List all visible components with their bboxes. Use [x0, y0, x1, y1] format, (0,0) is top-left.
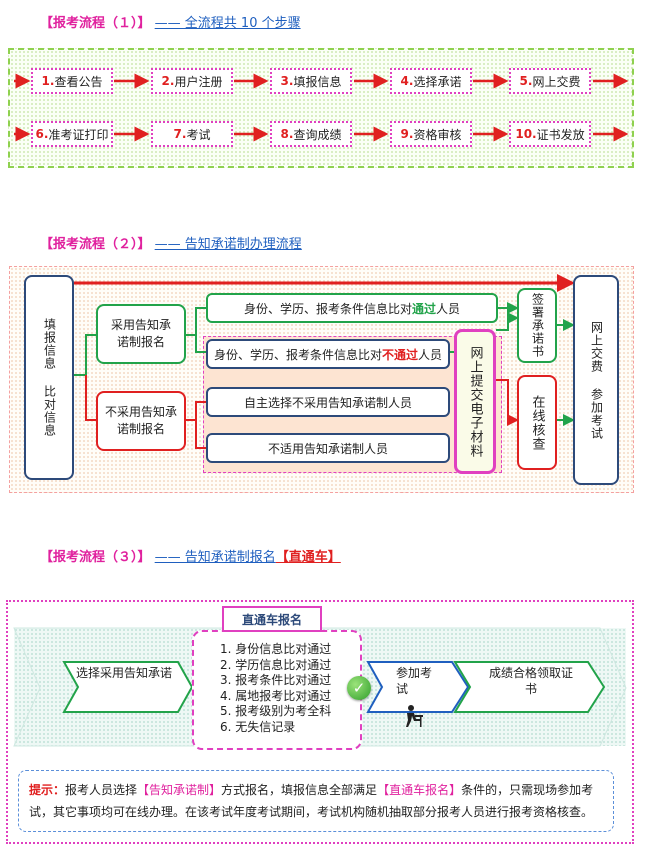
end-box-label: 网上交费 参加考试	[589, 320, 604, 440]
section3-tag: 【报考流程（３）】	[40, 550, 151, 565]
step-label: 查询成绩	[293, 127, 342, 142]
step-label: 查看公告	[54, 74, 103, 89]
select-chevron-label: 选择采用告知承诺	[75, 666, 172, 680]
section3-heading: 【报考流程（３）】 —— 告知承诺制报名【直通车】	[40, 546, 341, 565]
section3-highlight: 【直通车】	[275, 550, 341, 565]
tip-quote-1: 【告知承诺制】	[137, 783, 222, 797]
step-box-7: 7.考试	[151, 121, 233, 147]
step-number: 6.	[35, 127, 49, 141]
row-self-opt-out: 自主选择不采用告知承诺制人员	[206, 387, 450, 417]
section3-title-link[interactable]: —— 告知承诺制报名	[154, 550, 276, 565]
row-not-applicable: 不适用告知承诺制人员	[206, 433, 450, 463]
result-chevron-label: 成绩合格领取证书	[488, 666, 573, 696]
conditions-box	[192, 630, 362, 750]
step-label: 考试	[186, 127, 211, 142]
person-at-desk-icon	[406, 705, 423, 727]
row-passed: 身份、学历、报考条件信息比对通过人员	[206, 293, 498, 323]
step-label: 准考证打印	[48, 127, 109, 142]
condition-item: 2. 学历信息比对通过	[220, 657, 332, 672]
row-failed-post: 人员	[418, 347, 443, 362]
step-number: 9.	[400, 127, 414, 141]
step-number: 7.	[173, 127, 187, 141]
exam-chevron-label: 参加考试	[396, 666, 433, 696]
step-box-8: 8.查询成绩	[270, 121, 352, 147]
step-number: 8.	[280, 127, 294, 141]
upload-box: 网上提交电子材料	[454, 329, 496, 474]
row-passed-post: 人员	[436, 301, 461, 316]
section2-heading: 【报考流程（２）】 —— 告知承诺制办理流程	[40, 233, 302, 252]
row-failed: 身份、学历、报考条件信息比对不通过人员	[206, 339, 450, 369]
row-failed-pre: 身份、学历、报考条件信息比对	[213, 347, 382, 362]
step-label: 证书发放	[536, 127, 585, 142]
row-self-opt-out-label: 自主选择不采用告知承诺制人员	[243, 395, 412, 410]
step-number: 10.	[515, 127, 537, 141]
start-box: 填报信息 比对信息	[24, 275, 74, 480]
step-number: 3.	[280, 74, 294, 88]
step-box-5: 5.网上交费	[509, 68, 591, 94]
tip-text-3: 条件的，只需现场参加考试，其它事项均可在线办理。在该考试年度考试期间，考试机构随…	[29, 783, 594, 819]
section2-title-link[interactable]: —— 告知承诺制办理流程	[154, 237, 302, 252]
tip-quote-2: 【直通车报名】	[377, 783, 462, 797]
condition-item: 4. 属地报考比对通过	[220, 688, 332, 703]
condition-item: 3. 报考条件比对通过	[220, 673, 332, 688]
section1-tag: 【报考流程（１）】	[40, 16, 151, 31]
adopt-box: 采用告知承诺制报名	[96, 304, 186, 364]
sign-box: 签署承诺书	[517, 288, 557, 363]
not-adopt-box-label: 不采用告知承诺制报名	[104, 405, 177, 436]
not-adopt-box: 不采用告知承诺制报名	[96, 391, 186, 451]
upload-box-label: 网上提交电子材料	[467, 345, 483, 458]
row-passed-pre: 身份、学历、报考条件信息比对	[243, 301, 412, 316]
start-box-label: 填报信息 比对信息	[42, 318, 57, 437]
step-box-10: 10.证书发放	[509, 121, 591, 147]
step-number: 1.	[41, 74, 55, 88]
row-passed-highlight: 通过	[411, 301, 436, 316]
row-not-applicable-label: 不适用告知承诺制人员	[267, 441, 388, 456]
row-failed-highlight: 不通过	[381, 347, 418, 362]
band-outline	[13, 627, 627, 747]
tip-label: 提示：	[29, 783, 66, 797]
tip-text-1: 报考人员选择	[65, 783, 138, 797]
check-box-label: 在线核查	[529, 394, 545, 451]
step-number: 5.	[519, 74, 533, 88]
step-label: 网上交费	[532, 74, 581, 89]
section1-heading: 【报考流程（１）】 —— 全流程共 10 个步骤	[40, 12, 301, 31]
check-icon: ✓	[347, 676, 371, 700]
step-label: 填报信息	[293, 74, 342, 89]
result-chevron	[453, 661, 606, 713]
step-box-3: 3.填报信息	[270, 68, 352, 94]
step-label: 选择承诺	[413, 74, 462, 89]
section2-tag: 【报考流程（２）】	[40, 237, 151, 252]
section1-title-link[interactable]: —— 全流程共 10 个步骤	[154, 16, 301, 31]
check-box: 在线核查	[517, 375, 557, 470]
step-box-2: 2.用户注册	[151, 68, 233, 94]
step-label: 用户注册	[174, 74, 223, 89]
tip-box: 提示：报考人员选择【告知承诺制】方式报名，填报信息全部满足【直通车报名】条件的，…	[18, 770, 614, 832]
end-box: 网上交费 参加考试	[573, 275, 619, 485]
sign-box-label: 签署承诺书	[530, 293, 545, 358]
section3-shapes	[13, 627, 627, 747]
direct-badge-label: 直通车报名	[241, 612, 302, 627]
step-label: 资格审核	[413, 127, 462, 142]
step-number: 2.	[161, 74, 175, 88]
tip-text-2: 方式报名，填报信息全部满足	[221, 783, 378, 797]
adopt-box-label: 采用告知承诺制报名	[110, 318, 171, 349]
exam-chevron	[366, 661, 470, 713]
step-box-1: 1.查看公告	[31, 68, 113, 94]
condition-item: 5. 报考级别为考全科	[220, 704, 332, 719]
step-number: 4.	[400, 74, 414, 88]
select-chevron	[62, 661, 194, 713]
section1-arrows	[14, 73, 629, 142]
step-box-9: 9.资格审核	[390, 121, 472, 147]
step-box-6: 6.准考证打印	[31, 121, 113, 147]
condition-item: 6. 无失信记录	[220, 719, 296, 734]
step-box-4: 4.选择承诺	[390, 68, 472, 94]
condition-item: 1. 身份信息比对通过	[220, 642, 332, 656]
direct-badge: 直通车报名	[222, 606, 322, 632]
